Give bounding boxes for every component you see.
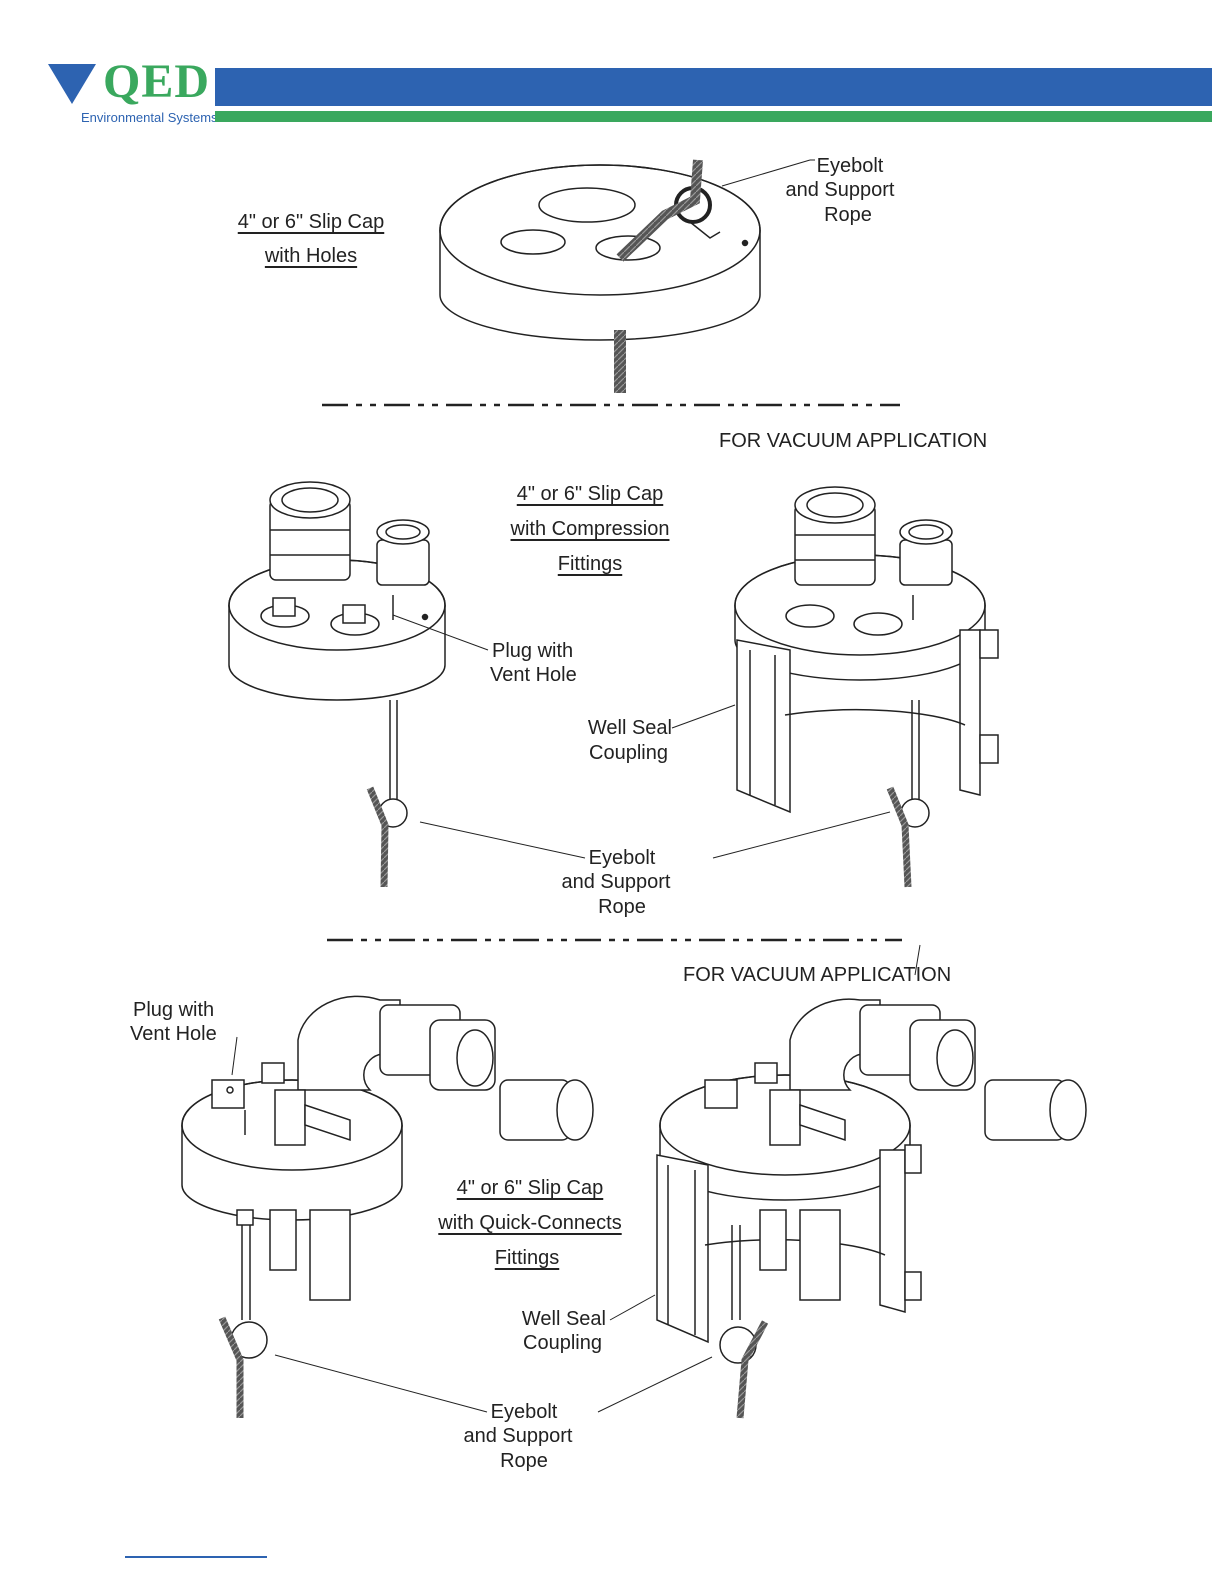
slip-cap-quick-connect-illustration <box>181 995 594 1418</box>
vacuum-application-label-2: FOR VACUUM APPLICATION <box>683 964 952 986</box>
eyebolt-label-1-line1: Eyebolt <box>816 155 884 177</box>
logo-subtitle: Environmental Systems <box>81 110 218 125</box>
cap-quick-title-line1: 4" or 6" Slip Cap <box>456 1177 604 1199</box>
well-seal-label-1-line1: Well Seal <box>587 717 672 739</box>
vacuum-application-label-1: FOR VACUUM APPLICATION <box>719 430 988 452</box>
well-seal-label-2-line1: Well Seal <box>521 1308 606 1330</box>
plug-vent-label-1-line2: Vent Hole <box>490 664 577 686</box>
well-seal-label-1-line2: Coupling <box>589 742 668 764</box>
cap-compression-title-line2: with Compression <box>510 518 670 540</box>
cap-holes-title-line1: 4" or 6" Slip Cap <box>237 211 385 233</box>
logo-wordmark: QED <box>103 55 211 108</box>
slip-cap-quick-connect-coupling-illustration <box>597 998 1087 1419</box>
eyebolt-label-1-line3: Rope <box>824 204 872 226</box>
header-bar-blue <box>215 68 1212 106</box>
header-bar-green <box>215 111 1212 122</box>
eyebolt-label-2-line2: and Support <box>561 871 671 893</box>
eyebolt-label-3-line2: and Support <box>463 1425 573 1447</box>
plug-vent-label-2-line1: Plug with <box>133 999 215 1021</box>
footer-rule <box>125 1556 267 1558</box>
cap-quick-title-line3: Fittings <box>494 1247 560 1269</box>
well-seal-label-2-line2: Coupling <box>523 1332 602 1354</box>
eyebolt-label-2-line1: Eyebolt <box>588 847 656 869</box>
eyebolt-label-1-line2: and Support <box>785 179 895 201</box>
cap-compression-title-line1: 4" or 6" Slip Cap <box>516 483 664 505</box>
plug-vent-label-2-line2: Vent Hole <box>130 1023 217 1045</box>
cap-holes-title-line2: with Holes <box>264 245 358 267</box>
plug-vent-label-1-line1: Plug with <box>492 640 574 662</box>
logo-triangle-icon <box>48 64 96 104</box>
eyebolt-label-3-line3: Rope <box>500 1450 548 1472</box>
slip-cap-compression-illustration <box>228 481 586 888</box>
cap-quick-title-line2: with Quick-Connects <box>438 1212 622 1234</box>
slip-cap-holes-illustration <box>439 159 815 393</box>
eyebolt-label-3-line1: Eyebolt <box>490 1401 558 1423</box>
cap-compression-title-line3: Fittings <box>557 553 623 575</box>
slip-cap-compression-coupling-illustration <box>671 486 999 888</box>
eyebolt-label-2-line3: Rope <box>598 896 646 918</box>
